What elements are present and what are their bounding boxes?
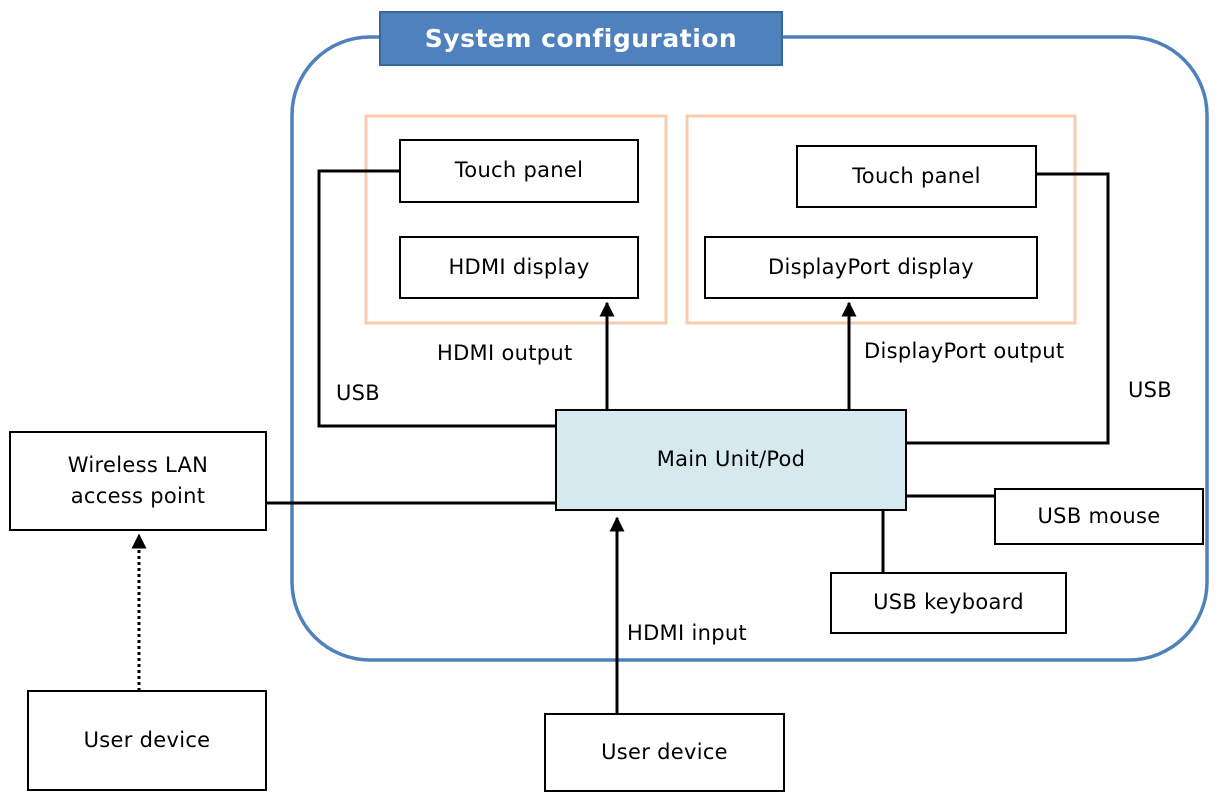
- wireless-lan-access-point-box: Wireless LAN access point: [9, 431, 267, 531]
- hdmi-input-label: HDMI input: [627, 621, 747, 645]
- wireless-lan-line-1: Wireless LAN: [67, 452, 209, 477]
- system-container: [290, 35, 1209, 662]
- usb-left-connector: [317, 169, 556, 428]
- right-display-group: [685, 114, 1077, 325]
- hdmi-output-label: HDMI output: [437, 341, 573, 365]
- touch-panel-right-box: Touch panel: [796, 145, 1037, 208]
- system-configuration-title: System configuration: [379, 11, 783, 66]
- user-device-left-box: User device: [27, 690, 267, 791]
- usb-left-label: USB: [336, 381, 381, 405]
- hdmi-display-box: HDMI display: [399, 236, 639, 299]
- displayport-output-label: DisplayPort output: [864, 339, 1065, 363]
- usb-mouse-box: USB mouse: [994, 488, 1204, 545]
- displayport-display-box: DisplayPort display: [704, 236, 1038, 299]
- usb-right-label: USB: [1128, 378, 1173, 402]
- left-display-group: [364, 114, 668, 325]
- touch-panel-left-box: Touch panel: [399, 139, 639, 203]
- wireless-lan-line-2: access point: [70, 484, 206, 508]
- main-unit-box: Main Unit/Pod: [555, 409, 907, 511]
- usb-keyboard-box: USB keyboard: [830, 572, 1067, 634]
- user-device-bottom-box: User device: [544, 713, 785, 792]
- usb-right-connector: [906, 172, 1110, 445]
